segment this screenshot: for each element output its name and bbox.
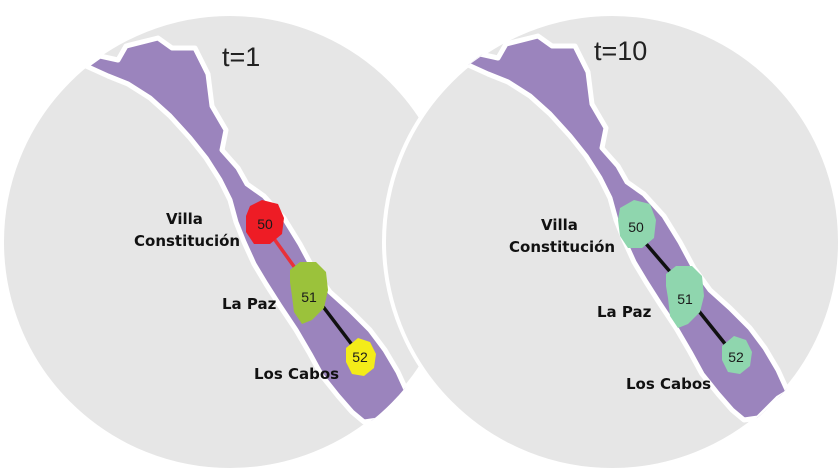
city-label-la-paz: La Paz [597,303,652,321]
node-52-label: 52 [352,349,368,365]
node-52-blob [346,338,376,376]
node-51-label: 51 [677,291,693,307]
city-label-constitucion: Constitución [134,232,240,250]
city-label-constitucion: Constitución [509,238,615,256]
node-52-blob [722,336,752,374]
node-50-blob [246,200,284,244]
node-52-label: 52 [728,349,744,365]
panel-t1: t=1 50 51 52 Villa Constitución La Paz L… [0,12,460,470]
city-label-la-paz: La Paz [222,295,277,313]
node-50-blob [618,200,656,248]
node-50-label: 50 [257,216,273,232]
node-51-blob [290,262,328,324]
node-50-label: 50 [628,219,644,235]
time-label: t=10 [594,36,647,66]
city-label-los-cabos: Los Cabos [254,365,339,383]
city-label-villa: Villa [541,216,578,234]
city-label-los-cabos: Los Cabos [626,375,711,393]
city-label-villa: Villa [166,210,203,228]
panel-t10: t=10 50 51 52 Villa Constitución La Paz … [382,12,839,470]
time-label: t=1 [222,42,260,72]
node-51-blob [666,266,704,328]
node-51-label: 51 [301,289,317,305]
